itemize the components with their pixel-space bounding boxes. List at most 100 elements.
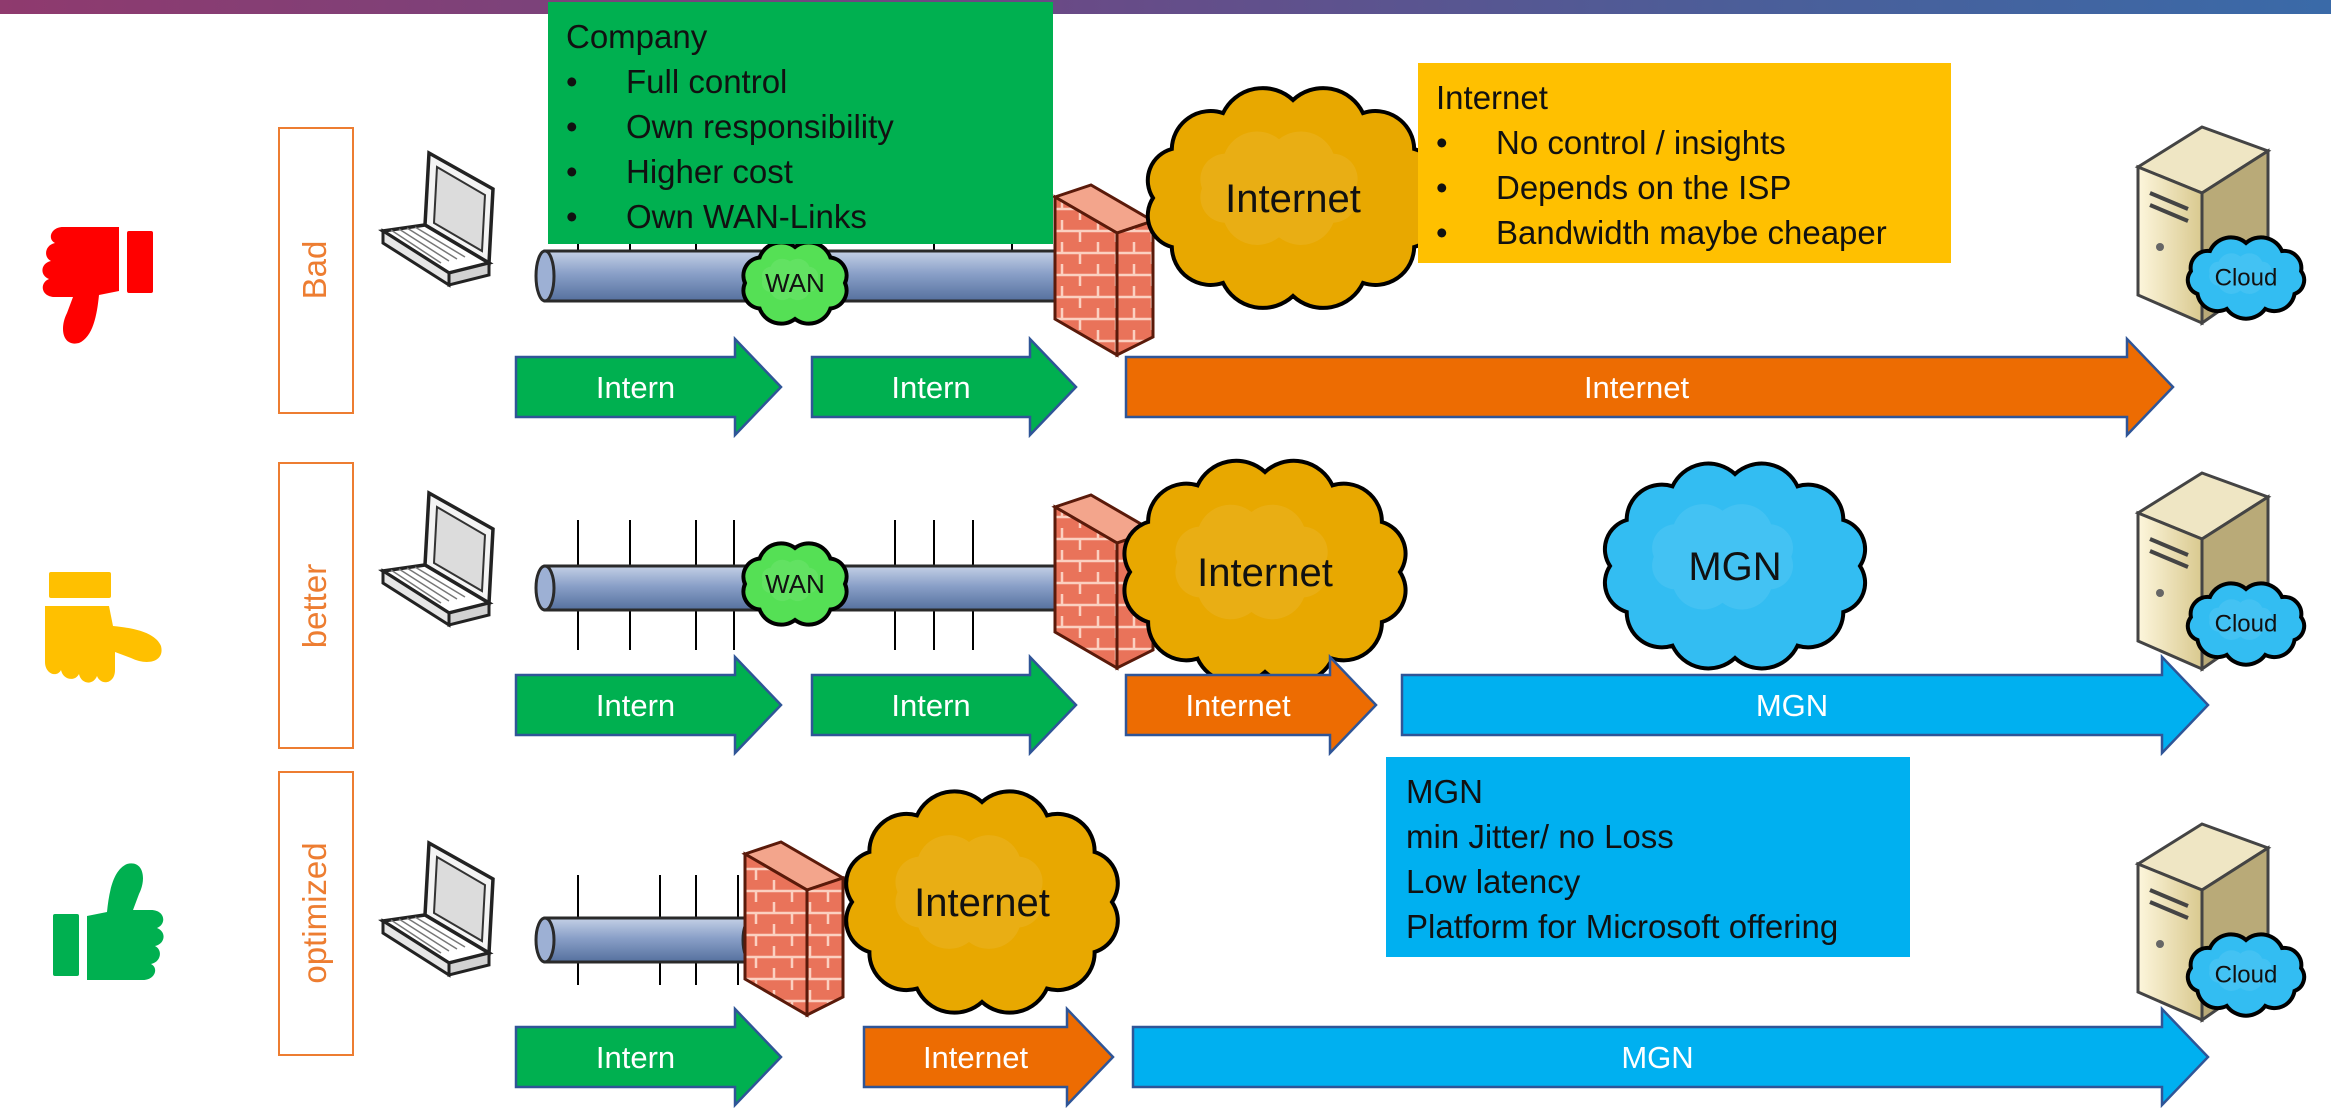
lan-pipe-row3 bbox=[534, 916, 763, 964]
mgn-box-line: MGN bbox=[1406, 773, 1483, 810]
mgn-cloud-icon-label: MGN bbox=[1688, 545, 1781, 589]
server-icon-cloud-highlight bbox=[2209, 599, 2272, 640]
firewall-front bbox=[743, 851, 809, 1018]
server-drive-slot bbox=[2149, 888, 2189, 908]
laptop-key-row bbox=[390, 229, 442, 264]
laptop-base-side bbox=[447, 951, 491, 977]
server-led bbox=[2156, 940, 2164, 948]
intern-arrow: Intern bbox=[514, 335, 783, 439]
laptop-key-row bbox=[390, 569, 442, 604]
intern-arrow-label: Intern bbox=[891, 370, 970, 405]
internet-arrow: Internet bbox=[1124, 335, 2175, 439]
server-led bbox=[2156, 243, 2164, 251]
server-icon-cloud: Cloud bbox=[2185, 235, 2307, 321]
internet-arrow: Internet bbox=[862, 1005, 1115, 1109]
wan-cloud-icon-highlight bbox=[761, 559, 819, 602]
laptop-key-row bbox=[398, 228, 450, 262]
server-icon-cloud-label: Cloud bbox=[2215, 610, 2278, 637]
laptop-key-row bbox=[406, 567, 458, 600]
internet-arrow-label: Internet bbox=[923, 1040, 1029, 1075]
mgn-arrow-shape bbox=[1400, 653, 2210, 757]
intern-arrow-shape bbox=[810, 335, 1078, 439]
laptop-screen bbox=[432, 505, 487, 593]
thumbs-down-icon bbox=[42, 227, 153, 344]
row-frame bbox=[278, 462, 354, 749]
mgn-arrow-label: MGN bbox=[1621, 1040, 1693, 1075]
internet-cloud-icon-shape bbox=[844, 789, 1120, 1015]
intern-arrow-shape bbox=[514, 335, 783, 439]
thumb-hand bbox=[87, 863, 164, 980]
intern-arrow-label: Intern bbox=[891, 688, 970, 723]
internet-cloud-icon-shape bbox=[1145, 86, 1441, 310]
lan-pipe-row3-body bbox=[543, 916, 754, 964]
thumb-hand bbox=[45, 606, 162, 683]
server-icon-cloud-shape bbox=[2185, 932, 2307, 1018]
laptop-key-row bbox=[390, 919, 442, 954]
server-led bbox=[2156, 589, 2164, 597]
intern-arrow-label: Intern bbox=[596, 688, 675, 723]
internet-info-box: Internet •No control / insights •Depends… bbox=[1418, 63, 1951, 263]
wan-cloud-icon: WAN bbox=[741, 541, 849, 627]
thumb-cuff bbox=[53, 914, 79, 976]
laptop-screen bbox=[432, 855, 487, 943]
company-info-box: Company •Full control •Own responsibilit… bbox=[548, 2, 1053, 244]
mgn-info-box: MGN min Jitter/ no Loss Low latency Plat… bbox=[1386, 757, 1910, 957]
intern-arrow-shape bbox=[514, 653, 783, 757]
bullet-item: •No control / insights bbox=[1436, 124, 1786, 161]
internet-cloud-icon: Internet bbox=[1145, 86, 1441, 310]
laptop-key-row bbox=[414, 566, 466, 598]
internet-cloud-icon-shape bbox=[1122, 458, 1408, 686]
bullet-item: •Own WAN-Links bbox=[566, 198, 867, 235]
thumb-cuff bbox=[49, 572, 111, 598]
internet-arrow-label: Internet bbox=[1584, 370, 1690, 405]
row-label-better: better bbox=[296, 563, 333, 649]
bullet-item: •Higher cost bbox=[566, 153, 793, 190]
server-drive-slot bbox=[2149, 191, 2189, 211]
mgn-cloud-icon-highlight bbox=[1652, 504, 1794, 610]
server-drive-slot bbox=[2149, 203, 2189, 223]
wan-cloud-icon-label: WAN bbox=[765, 268, 825, 298]
intern-arrow-label: Intern bbox=[596, 370, 675, 405]
intern-arrow: Intern bbox=[514, 653, 783, 757]
intern-arrow-label: Intern bbox=[596, 1040, 675, 1075]
server-icon-cloud-highlight bbox=[2209, 253, 2272, 294]
internet-cloud-icon-highlight bbox=[1200, 131, 1358, 245]
internet-arrow-label: Internet bbox=[1185, 688, 1291, 723]
server-drive-slot bbox=[2149, 900, 2189, 920]
mgn-arrow-label: MGN bbox=[1756, 688, 1828, 723]
bullet-item: •Full control bbox=[566, 63, 788, 100]
wan-pipe-row1-cap-left bbox=[534, 249, 556, 303]
company-box-title: Company bbox=[566, 18, 708, 55]
lan-pipe-row3-cap-left bbox=[534, 916, 556, 964]
server-icon-cloud-label: Cloud bbox=[2215, 961, 2278, 988]
server-front bbox=[2136, 164, 2204, 326]
internet-cloud-icon-label: Internet bbox=[1225, 177, 1361, 221]
server-front bbox=[2136, 861, 2204, 1023]
firewall-icon bbox=[741, 840, 847, 1018]
internet-arrow: Internet bbox=[1124, 653, 1378, 757]
laptop-icon bbox=[378, 150, 495, 288]
laptop-icon bbox=[378, 490, 495, 628]
intern-arrow: Intern bbox=[514, 1005, 783, 1109]
mgn-box-line: Low latency bbox=[1406, 863, 1581, 900]
intern-arrow: Intern bbox=[810, 335, 1078, 439]
internet-cloud-icon: Internet bbox=[844, 789, 1120, 1015]
firewall-front bbox=[1053, 194, 1119, 358]
laptop-icon bbox=[378, 840, 495, 978]
laptop-key-row bbox=[406, 227, 458, 260]
laptop-key-row bbox=[414, 226, 466, 258]
wan-cloud-icon: WAN bbox=[741, 240, 849, 326]
internet-arrow-shape bbox=[1124, 335, 2175, 439]
laptop-base-side bbox=[447, 601, 491, 627]
firewall-side bbox=[1115, 218, 1155, 358]
internet-cloud-icon-highlight bbox=[1175, 504, 1328, 620]
laptop-key-row bbox=[406, 917, 458, 950]
mgn-box-line: min Jitter/ no Loss bbox=[1406, 818, 1674, 855]
row-frame bbox=[278, 771, 354, 1056]
intern-arrow-shape bbox=[514, 1005, 783, 1109]
intern-arrow: Intern bbox=[810, 653, 1078, 757]
server-icon-cloud-label: Cloud bbox=[2215, 264, 2278, 291]
firewall-icon bbox=[1051, 183, 1157, 358]
